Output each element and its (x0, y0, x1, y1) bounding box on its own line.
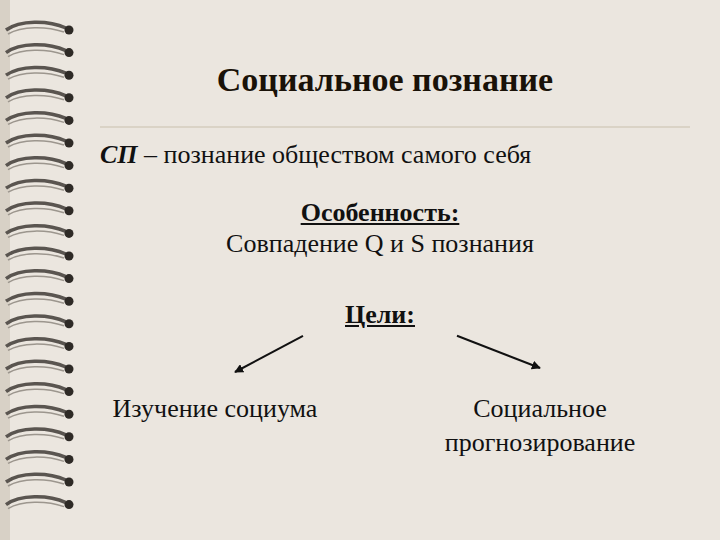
goal-item: Изучение социума (104, 372, 326, 430)
spiral-ring (6, 45, 74, 57)
spiral-ring (6, 90, 74, 102)
spiral-ring (6, 180, 74, 192)
spiral-ring (6, 248, 74, 260)
spiral-ring (6, 339, 74, 351)
spiral-ring (6, 452, 74, 464)
definition-text: СП – познание обществом самого себя (100, 140, 531, 170)
spiral-ring (6, 361, 74, 373)
spiral-ring (6, 226, 74, 238)
slide-title: Социальное познание (217, 60, 553, 99)
spiral-ring (6, 497, 74, 509)
spiral-ring (6, 22, 74, 34)
spiral-binding (6, 22, 74, 509)
arrow-connector (457, 336, 540, 368)
item-text: Изучение социума (110, 392, 320, 426)
title-rule (100, 126, 690, 127)
spiral-ring (6, 67, 74, 79)
body-text: Совпадение Q и S познания (226, 229, 534, 259)
item-text: Социальное прогнозирование (435, 392, 645, 460)
spiral-ring (6, 203, 74, 215)
spiral-ring (6, 316, 74, 328)
spiral-ring (6, 474, 74, 486)
spiral-ring (6, 384, 74, 396)
spiral-ring (6, 113, 74, 125)
goals-heading: Цели: (303, 296, 457, 336)
heading-text: Цели: (345, 298, 415, 332)
goal-item: Социальное прогнозирование (429, 368, 651, 464)
section-heading: Особенность: (301, 198, 460, 228)
spiral-ring (6, 271, 74, 283)
spiral-ring (6, 135, 74, 147)
spiral-ring (6, 406, 74, 418)
spiral-ring (6, 429, 74, 441)
spiral-ring (6, 293, 74, 305)
spiral-ring (6, 158, 74, 170)
arrow-connector (235, 336, 303, 372)
